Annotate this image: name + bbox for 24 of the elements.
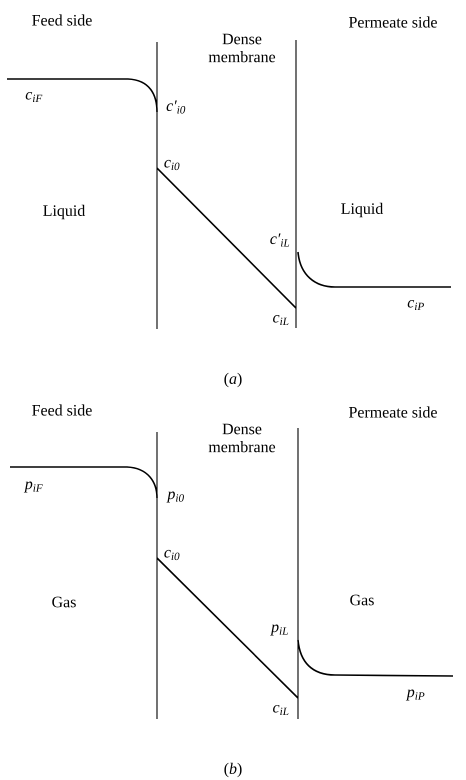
variable-label: c$_{iF}$: [26, 92, 42, 102]
region-heading: Permeate side: [348, 16, 437, 28]
variable-label: c$_{i0}$: [164, 550, 180, 560]
phase-label: Liquid: [341, 202, 384, 218]
variable-label: c$_{i0}$: [164, 160, 180, 170]
variable-label: c$_{iL}$: [273, 314, 288, 326]
region-heading: Feed side: [32, 14, 92, 26]
variable-label: p$_{iL}$: [270, 624, 288, 636]
region-heading: Feed side: [32, 404, 92, 416]
region-heading: Permeate side: [348, 406, 437, 418]
variable-label: c$_{iL}$: [273, 704, 288, 716]
variable-label: p$_{iF}$: [24, 482, 43, 492]
variable-label: c$_{iP}$: [408, 300, 424, 310]
phase-label: Gas: [52, 596, 76, 608]
phase-label: Liquid: [43, 204, 86, 220]
panel-label: (a): [224, 372, 242, 388]
variable-label: p$_{iP}$: [406, 690, 424, 700]
region-heading: Dense membrane: [208, 424, 276, 452]
variable-label: p$_{i0}$: [166, 492, 184, 502]
variable-label: c′$_{iL}$: [270, 234, 290, 247]
phase-label: Gas: [350, 594, 374, 606]
panel-label: (b): [224, 762, 242, 778]
region-heading: Dense membrane: [208, 34, 276, 62]
variable-label: c′$_{i0}$: [166, 100, 186, 114]
